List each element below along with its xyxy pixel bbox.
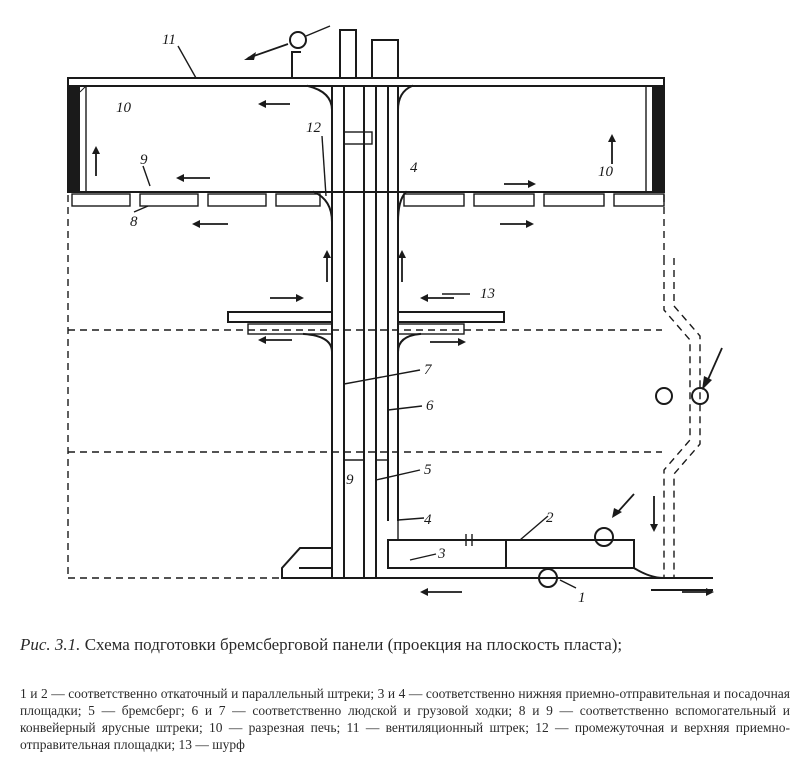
arrow-right xyxy=(258,100,290,108)
bottom-level xyxy=(281,520,713,591)
arrow-left xyxy=(192,220,228,228)
arrow-up xyxy=(398,250,406,282)
numeric-labels: 11 10 12 4 10 9 8 13 7 6 9 5 4 2 3 1 xyxy=(116,32,614,606)
arrow-up xyxy=(92,146,100,176)
label-auxiliary-drift: 8 xyxy=(130,214,138,230)
arrow-left xyxy=(420,294,454,302)
label-landings-12: 12 xyxy=(306,120,322,136)
arrow-down xyxy=(650,496,658,532)
arrow-up xyxy=(608,134,616,164)
cut-off-chamber-left xyxy=(68,85,87,192)
arrow-right xyxy=(682,588,714,596)
dashed-boundaries xyxy=(67,195,665,579)
arrow-left xyxy=(258,336,292,344)
leader-lines xyxy=(133,45,577,589)
arrow-right xyxy=(270,294,304,302)
arrow-right xyxy=(500,220,534,228)
intermediate-level xyxy=(227,311,505,354)
figure-title: Схема подготовки бремсберговой панели (п… xyxy=(80,635,623,654)
label-shaft-13: 13 xyxy=(480,286,495,302)
label-ventilation-drift: 11 xyxy=(162,32,176,48)
figure-legend: 1 и 2 — соответственно откаточный и пара… xyxy=(20,686,790,752)
label-conveyor-drift-top: 9 xyxy=(140,152,148,168)
cut-off-chamber-right xyxy=(652,86,664,192)
label-cargo-way: 7 xyxy=(424,362,433,378)
arrow-left xyxy=(420,588,462,596)
shaft-connection xyxy=(244,25,399,79)
label-conveyor-drift-bottom: 9 xyxy=(346,472,354,488)
arrow-diagonal xyxy=(612,493,635,518)
flow-arrows xyxy=(92,100,714,596)
arrow-left xyxy=(176,174,210,182)
bremsberg-panel-scheme: 11 10 12 4 10 9 8 13 7 6 9 5 4 2 3 1 xyxy=(67,25,723,606)
label-cut-off-chamber-left: 10 xyxy=(116,100,132,116)
figure-caption: Рис. 3.1. Схема подготовки бремсберговой… xyxy=(20,634,790,655)
label-landing-4-top: 4 xyxy=(410,160,418,176)
label-man-way: 6 xyxy=(426,398,434,414)
figure-number: Рис. 3.1. xyxy=(20,635,81,654)
label-cut-off-chamber-right: 10 xyxy=(598,164,614,180)
label-landing-4-bottom: 4 xyxy=(424,512,432,528)
upper-panel xyxy=(67,77,665,207)
right-shaft xyxy=(655,258,723,578)
arrow-right xyxy=(430,338,466,346)
label-haulage-drift: 1 xyxy=(578,590,586,606)
label-parallel-drift: 2 xyxy=(546,510,554,526)
arrow-up xyxy=(323,250,331,282)
label-bremsberg: 5 xyxy=(424,462,432,478)
arrow-right xyxy=(504,180,536,188)
label-lower-landing-3: 3 xyxy=(437,546,446,562)
auxiliary-drift-8 xyxy=(71,193,665,207)
